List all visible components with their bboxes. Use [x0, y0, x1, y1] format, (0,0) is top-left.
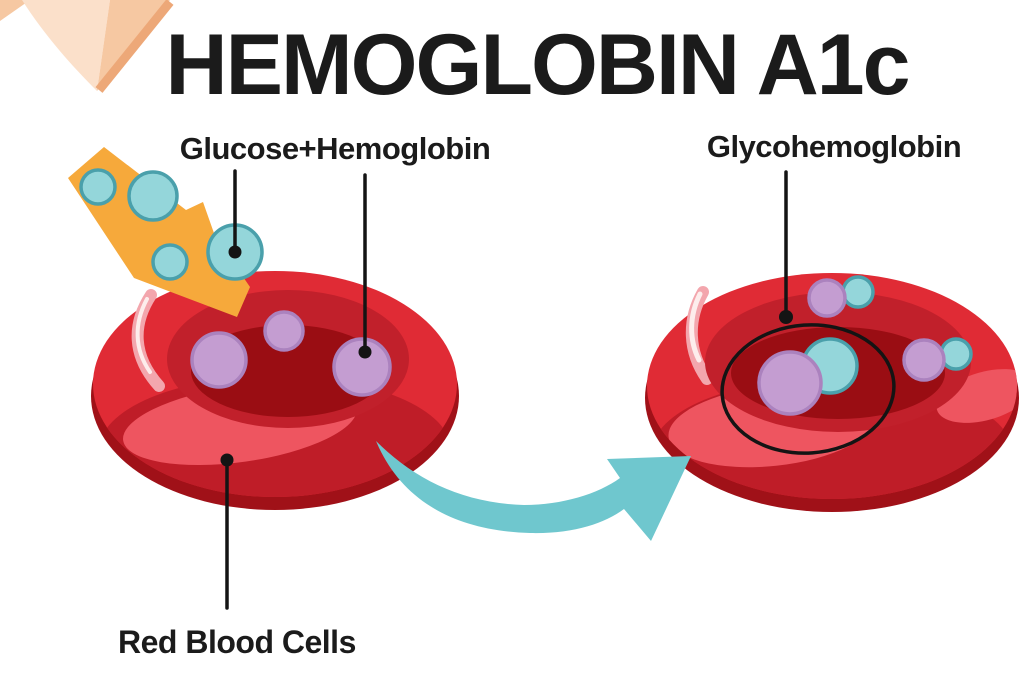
transformation-arrow	[376, 441, 691, 541]
label-red-blood-cells: Red Blood Cells	[118, 624, 356, 660]
leader-line-glucose	[228, 169, 242, 259]
leader-dot	[220, 453, 234, 467]
glycohemoglobin-complexes	[757, 275, 973, 416]
annotation-ellipse	[720, 323, 896, 455]
leader-line-red-blood-cells	[220, 453, 234, 610]
glucose-molecule	[79, 168, 117, 206]
red-blood-cell-left	[91, 271, 459, 510]
hemoglobin-molecule	[332, 337, 392, 397]
leader-dot	[779, 310, 793, 324]
glycohemoglobin-complex	[902, 337, 973, 382]
glucose-molecule	[127, 170, 179, 222]
glycohemoglobin-complex	[807, 275, 875, 318]
leader-dot	[358, 345, 372, 359]
glycohemoglobin-complex	[757, 337, 859, 416]
hemoglobin-molecule	[190, 331, 248, 389]
label-glucose-hemoglobin: Glucose+Hemoglobin	[179, 131, 491, 166]
red-blood-cell-right	[645, 273, 1019, 512]
label-glycohemoglobin: Glycohemoglobin	[706, 129, 962, 164]
leader-dot	[228, 245, 242, 259]
page-title: HEMOGLOBIN A1c	[165, 17, 911, 113]
glucose-molecule	[151, 243, 189, 281]
hemoglobin-molecule	[263, 310, 305, 352]
leader-line-glycohemoglobin	[779, 170, 793, 324]
leader-line-hemoglobin	[358, 173, 372, 359]
corner-decoration	[0, 0, 174, 93]
hemoglobin-molecules	[190, 310, 392, 397]
